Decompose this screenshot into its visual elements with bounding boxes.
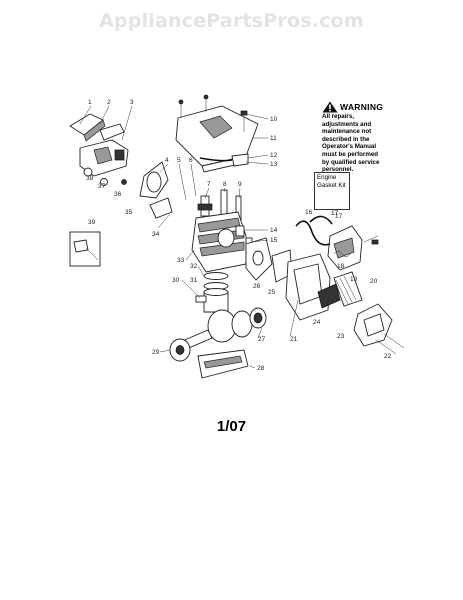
engine-gasket-kit-box: Engine Gasket Kit [314, 172, 350, 210]
cylinder-part [191, 211, 247, 273]
muffler-part [285, 253, 331, 321]
callout-14: 14 [270, 227, 278, 234]
callout-29: 29 [152, 349, 160, 356]
callout-2: 2 [107, 99, 111, 106]
muffler-bracket-part [353, 303, 405, 355]
callout-5: 5 [177, 157, 181, 164]
carburetor-part [79, 139, 129, 186]
intake-gasket-part [149, 197, 173, 229]
callout-9: 9 [238, 181, 242, 188]
callout-10: 10 [270, 116, 278, 123]
flywheel-part [317, 271, 363, 309]
callout-35: 35 [125, 209, 133, 216]
warning-notice: WARNING All repairs, adjustments and mai… [322, 101, 384, 174]
cover-clip-part [199, 153, 249, 167]
callout-15: 15 [270, 237, 278, 244]
callout-32: 32 [190, 263, 198, 270]
page-code: 1/07 [216, 418, 247, 435]
cover-screw-part [240, 110, 248, 132]
callout-38: 38 [86, 175, 94, 182]
callout-11: 11 [270, 135, 277, 142]
callout-34: 34 [152, 231, 160, 238]
ignition-module-part [295, 215, 379, 271]
callout-36: 36 [114, 191, 122, 198]
callout-8: 8 [223, 181, 227, 188]
callout-16: 16 [305, 209, 313, 216]
callout-7: 7 [207, 181, 211, 188]
callout-24: 24 [313, 319, 321, 326]
callout-6: 6 [189, 157, 193, 164]
callout-labels: 1 2 3 4 5 6 7 8 9 10 11 12 13 14 15 16 1… [86, 99, 392, 372]
crankcase-part [197, 349, 249, 379]
callout-33: 33 [177, 257, 185, 264]
bearing-part [169, 338, 191, 362]
warning-title: WARNING [340, 102, 384, 112]
callout-25: 25 [268, 289, 276, 296]
callout-23: 23 [337, 333, 345, 340]
throttle-handle-part [69, 113, 125, 142]
callout-3: 3 [130, 99, 134, 106]
callout-4: 4 [165, 157, 169, 164]
callout-39: 39 [88, 219, 96, 226]
callout-21: 21 [290, 336, 298, 343]
gasket-kit-number: 17 [331, 210, 339, 217]
callout-26: 26 [253, 283, 261, 290]
callout-13: 13 [270, 161, 278, 168]
callout-19: 19 [350, 276, 358, 283]
muffler-gasket-part [245, 237, 293, 283]
combination-tool-part [69, 231, 101, 267]
callout-28: 28 [257, 365, 265, 372]
callout-37: 37 [98, 183, 106, 190]
warning-text: All repairs, adjustments and maintenance… [322, 113, 380, 174]
warning-triangle-icon [322, 101, 338, 113]
callout-27: 27 [258, 336, 266, 343]
callout-22: 22 [384, 353, 392, 360]
callout-20: 20 [370, 278, 378, 285]
callout-12: 12 [270, 152, 278, 159]
spring-part [333, 250, 351, 258]
crankshaft-part [179, 307, 267, 351]
intake-boot-part [139, 161, 169, 199]
leader-lines [79, 105, 299, 369]
callout-17: 17 [335, 213, 343, 220]
watermark-text: AppliancePartsPros.com [99, 10, 364, 32]
piston-part [195, 272, 229, 313]
callout-31: 31 [190, 277, 198, 284]
callout-18: 18 [337, 263, 345, 270]
callout-30: 30 [172, 277, 180, 284]
callout-1: 1 [88, 99, 92, 106]
